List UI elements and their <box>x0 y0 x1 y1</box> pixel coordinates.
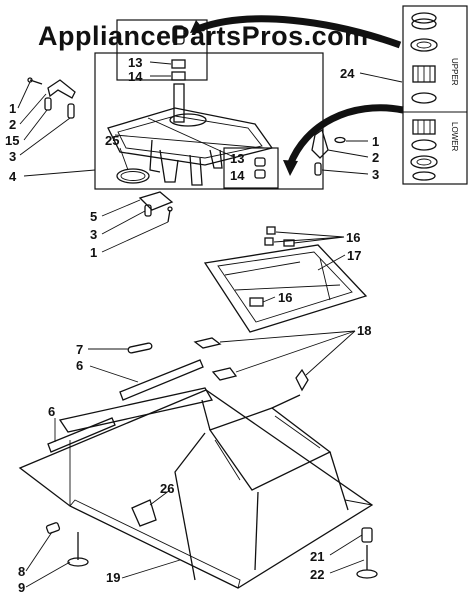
tab-part <box>266 226 276 235</box>
callout-26: 26 <box>160 481 174 496</box>
callout-14-box: 14 <box>230 168 245 183</box>
callout-18: 18 <box>357 323 371 338</box>
left-clip-parts <box>27 77 76 119</box>
callout-6-lower: 6 <box>48 404 55 419</box>
callout-5: 5 <box>90 209 97 224</box>
callout-1-right: 1 <box>372 134 379 149</box>
callout-1-mid: 1 <box>90 245 97 260</box>
callout-14-top: 14 <box>128 69 143 84</box>
lower-label: LOWER <box>450 122 459 152</box>
callout-25: 25 <box>105 133 119 148</box>
lower-bearing-arrow <box>286 104 404 167</box>
brace-upper <box>119 359 204 401</box>
belt-part <box>116 168 150 184</box>
upper-bearing-box <box>116 19 208 81</box>
callout-13-top: 13 <box>128 55 142 70</box>
callout-22: 22 <box>310 567 324 582</box>
callout-15: 15 <box>5 133 19 148</box>
spring-part <box>127 342 153 354</box>
lower-left-clip-parts <box>138 191 174 223</box>
rear-leg <box>356 527 378 579</box>
callout-16-top: 16 <box>346 230 360 245</box>
callout-8: 8 <box>18 564 25 579</box>
callout-9: 9 <box>18 580 25 595</box>
callout-4: 4 <box>9 169 17 184</box>
callout-17: 17 <box>347 248 361 263</box>
lower-bearing-stack <box>410 119 438 181</box>
transmission-assembly <box>107 25 274 186</box>
leader-lines <box>17 61 403 588</box>
callout-24: 24 <box>340 66 355 81</box>
front-leg <box>45 522 89 567</box>
brace-lower <box>47 417 116 453</box>
callout-13-box: 13 <box>230 151 244 166</box>
upper-assembly-frame <box>94 52 324 190</box>
callout-16-mid: 16 <box>278 290 292 305</box>
callout-labels: 1 2 15 3 4 25 13 14 24 13 14 1 2 3 5 3 1… <box>5 55 379 595</box>
upper-bearing-arrowhead <box>190 20 205 33</box>
bearing-inset-frame <box>402 5 468 185</box>
base-frame <box>18 387 374 589</box>
bracket-part <box>131 499 157 527</box>
upper-bearing-stack <box>410 12 438 104</box>
bearing-inset: UPPER LOWER <box>402 5 468 185</box>
callout-2-right: 2 <box>372 150 379 165</box>
upper-label: UPPER <box>450 58 459 86</box>
callout-1-top-left: 1 <box>9 101 16 116</box>
callout-19: 19 <box>106 570 120 585</box>
lower-bearing-arrowhead <box>283 160 298 176</box>
callout-7: 7 <box>76 342 83 357</box>
callout-3-top-left: 3 <box>9 149 16 164</box>
callout-2-top-left: 2 <box>9 117 16 132</box>
callout-3-right: 3 <box>372 167 379 182</box>
upper-bearing-arrow <box>198 15 402 49</box>
callout-6-upper: 6 <box>76 358 83 373</box>
callout-3-mid: 3 <box>90 227 97 242</box>
suspension-platform <box>203 244 368 333</box>
callout-21: 21 <box>310 549 324 564</box>
right-clip-parts <box>311 128 346 176</box>
